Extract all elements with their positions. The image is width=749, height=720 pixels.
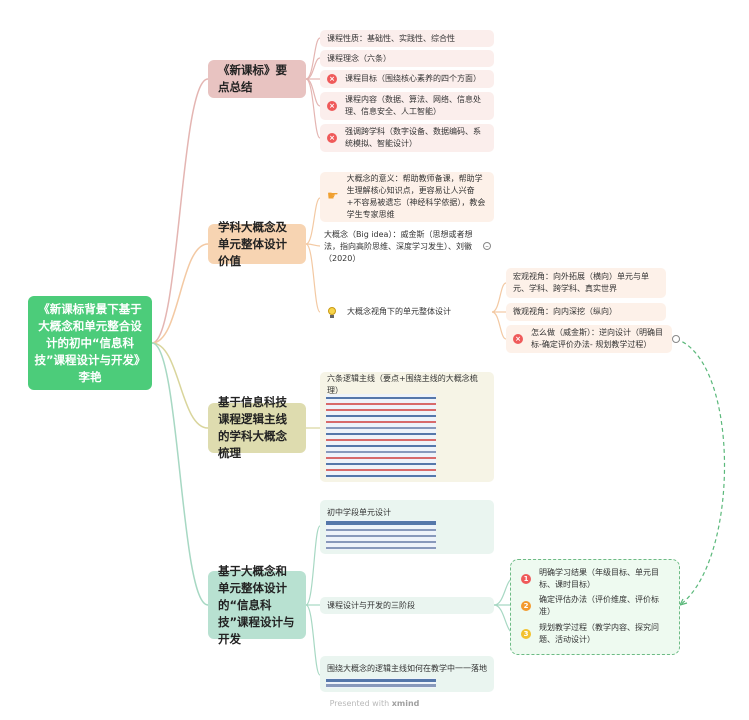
subtopic-learning-outcomes[interactable]: 1 明确学习结果（年级目标、单元目标、课时目标） xyxy=(514,565,674,593)
subtopic-text: 六条逻辑主线（要点+围绕主线的大概念梳理） xyxy=(327,374,478,395)
subtopic-text: 课程内容（数据、算法、网络、信息处理、信息安全、人工智能） xyxy=(345,95,481,116)
embedded-table-image xyxy=(326,394,436,478)
subtopic-text: 课程设计与开发的三阶段 xyxy=(327,600,415,610)
cross-marker-icon: × xyxy=(327,133,337,143)
footer-prefix: Presented with xyxy=(329,699,392,708)
priority-1-icon: 1 xyxy=(521,574,531,584)
subtopic-course-nature[interactable]: 课程性质：基础性、实践性、综合性 xyxy=(320,30,494,47)
subtopic-course-content[interactable]: × 课程内容（数据、算法、网络、信息处理、信息安全、人工智能） xyxy=(320,92,494,120)
subtopic-interdisciplinary[interactable]: × 强调跨学科（数字设备、数据编码、系统模拟、智能设计） xyxy=(320,124,494,152)
subtopic-text: 课程性质：基础性、实践性、综合性 xyxy=(327,33,455,43)
branch-topic-course-design[interactable]: 基于大概念和单元整体设计的“信息科技”课程设计与开发 xyxy=(208,564,306,646)
subtopic-big-idea-definition[interactable]: 大概念（Big idea）：威金斯（思想或者想法，指向高阶思维、深度学习发生）、… xyxy=(320,228,485,266)
root-topic-label: 《新课标背景下基于大概念和单元整合设计的初中“信息科技”课程设计与开发》李艳 xyxy=(34,301,146,384)
subtopic-micro-view[interactable]: 微观视角：向内深挖（纵向） xyxy=(506,303,666,321)
subtopic-text: 课程理念（六条） xyxy=(327,53,391,63)
cross-marker-icon: × xyxy=(327,101,337,111)
embedded-table-image xyxy=(326,678,436,688)
subtopic-text-wrap: 六条逻辑主线（要点+围绕主线的大概念梳理） xyxy=(320,372,494,398)
subtopic-text: 强调跨学科（数字设备、数据编码、系统模拟、智能设计） xyxy=(345,127,481,148)
subtopic-text: 明确学习结果（年级目标、单元目标、课时目标） xyxy=(539,568,659,589)
branch-topic-new-standard[interactable]: 《新课标》要点总结 xyxy=(208,60,306,98)
subtopic-unit-design-view[interactable]: 大概念视角下的单元整体设计 xyxy=(320,300,492,324)
subtopic-six-logic-lines[interactable]: 六条逻辑主线（要点+围绕主线的大概念梳理） xyxy=(320,372,494,482)
subtopic-text: 课程目标（围绕核心素养的四个方面） xyxy=(345,74,481,83)
subtopic-text: 怎么做（威金斯）：逆向设计（明确目标-确定评价办法- 规划教学过程） xyxy=(531,328,663,349)
subtopic-big-idea-significance[interactable]: ☛ 大概念的意义：帮助教师备课，帮助学生理解核心知识点，更容易让人兴奋+不容易被… xyxy=(320,172,494,222)
subtopic-three-stages[interactable]: 课程设计与开发的三阶段 xyxy=(320,597,494,614)
subtopic-text-wrap: 初中学段单元设计 xyxy=(320,500,398,526)
subtopic-text: 微观视角：向内深挖（纵向） xyxy=(513,307,617,316)
lightbulb-icon xyxy=(327,306,337,318)
subtopic-unit-design[interactable]: 初中学段单元设计 xyxy=(320,500,494,554)
cross-marker-icon: × xyxy=(327,74,337,84)
boundary-group xyxy=(510,559,680,655)
footer-brand: xmind xyxy=(391,699,420,708)
subtopic-course-goals[interactable]: × 课程目标（围绕核心素养的四个方面） xyxy=(320,70,494,88)
subtopic-macro-view[interactable]: 宏观视角：向外拓展（横向）单元与单元、学科、跨学科、真实世界 xyxy=(506,268,666,298)
branch-label: 基于信息科技课程逻辑主线的学科大概念梳理 xyxy=(218,395,287,460)
priority-2-icon: 2 xyxy=(521,600,531,611)
subtopic-text: 初中学段单元设计 xyxy=(327,508,391,517)
collapse-toggle-icon[interactable]: – xyxy=(483,242,491,250)
subtopic-text: 大概念（Big idea）：威金斯（思想或者想法，指向高阶思维、深度学习发生）、… xyxy=(324,230,473,263)
cross-marker-icon: × xyxy=(513,334,523,344)
embedded-table-image xyxy=(326,520,436,550)
subtopic-logic-in-teaching[interactable]: 围绕大概念的逻辑主线如何在教学中一一落地 xyxy=(320,656,494,692)
root-topic[interactable]: 《新课标背景下基于大概念和单元整合设计的初中“信息科技”课程设计与开发》李艳 xyxy=(28,296,152,390)
relationship-anchor-icon[interactable] xyxy=(672,335,680,343)
subtopic-text: 宏观视角：向外拓展（横向）单元与单元、学科、跨学科、真实世界 xyxy=(513,272,649,293)
branch-label: 《新课标》要点总结 xyxy=(218,63,287,94)
subtopic-course-philosophy[interactable]: 课程理念（六条） xyxy=(320,50,494,67)
subtopic-text: 规划教学过程（教学内容、探究问题、活动设计） xyxy=(539,623,659,644)
branch-topic-logic-lines[interactable]: 基于信息科技课程逻辑主线的学科大概念梳理 xyxy=(208,395,306,460)
subtopic-text: 围绕大概念的逻辑主线如何在教学中一一落地 xyxy=(327,664,487,673)
subtopic-text: 大概念视角下的单元整体设计 xyxy=(347,307,451,316)
pointing-hand-icon: ☛ xyxy=(327,189,339,204)
subtopic-text-wrap: 围绕大概念的逻辑主线如何在教学中一一落地 xyxy=(320,656,494,682)
branch-topic-big-concepts[interactable]: 学科大概念及单元整体设计价值 xyxy=(208,220,306,268)
subtopic-teaching-process[interactable]: 3 规划教学过程（教学内容、探究问题、活动设计） xyxy=(514,620,674,648)
branch-label: 基于大概念和单元整体设计的“信息科技”课程设计与开发 xyxy=(218,563,295,646)
subtopic-how-to-do[interactable]: × 怎么做（威金斯）：逆向设计（明确目标-确定评价办法- 规划教学过程） xyxy=(506,325,672,353)
branch-label: 学科大概念及单元整体设计价值 xyxy=(218,219,287,268)
subtopic-text: 确定评估办法（评价维度、评价标准） xyxy=(539,594,659,616)
footer-watermark: Presented with xmind xyxy=(0,699,749,708)
priority-3-icon: 3 xyxy=(521,629,531,639)
subtopic-text: 大概念的意义：帮助教师备课，帮助学生理解核心知识点，更容易让人兴奋+不容易被遗忘… xyxy=(346,174,486,219)
subtopic-assessment[interactable]: 2 确定评估办法（评价维度、评价标准） xyxy=(514,595,674,616)
